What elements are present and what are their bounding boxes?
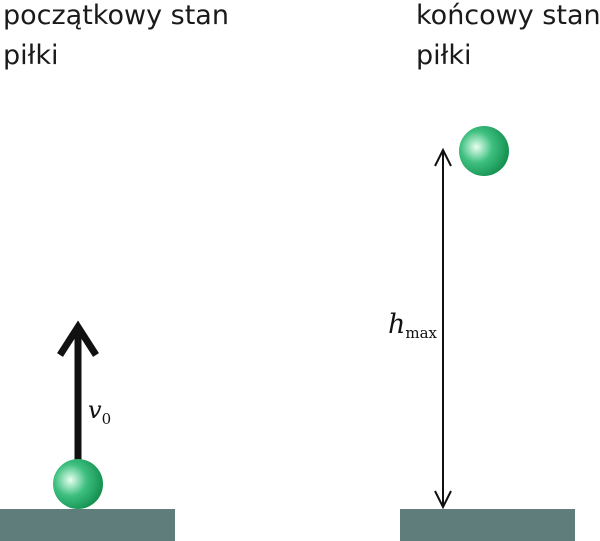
height-symbol: h (388, 309, 405, 340)
initial-caption-line-2: piłki (3, 40, 59, 71)
velocity-subscript: 0 (102, 410, 112, 428)
height-double-arrow-icon (434, 147, 452, 510)
final-caption-line-2: piłki (416, 40, 472, 71)
velocity-arrow-icon (57, 320, 99, 462)
velocity-label: v0 (88, 396, 111, 428)
initial-caption-line-1: początkowy stan (3, 0, 229, 31)
initial-state-caption: początkowy stan piłki (3, 0, 229, 76)
velocity-symbol: v (88, 396, 102, 424)
ball-initial-icon (53, 459, 103, 509)
height-subscript: max (405, 324, 437, 342)
ground-left (0, 509, 175, 541)
final-caption-line-1: końcowy stan (416, 0, 600, 31)
ground-right (400, 509, 575, 541)
ball-final-icon (459, 126, 509, 176)
final-state-caption: końcowy stan piłki (416, 0, 600, 76)
height-label: hmax (388, 309, 438, 342)
